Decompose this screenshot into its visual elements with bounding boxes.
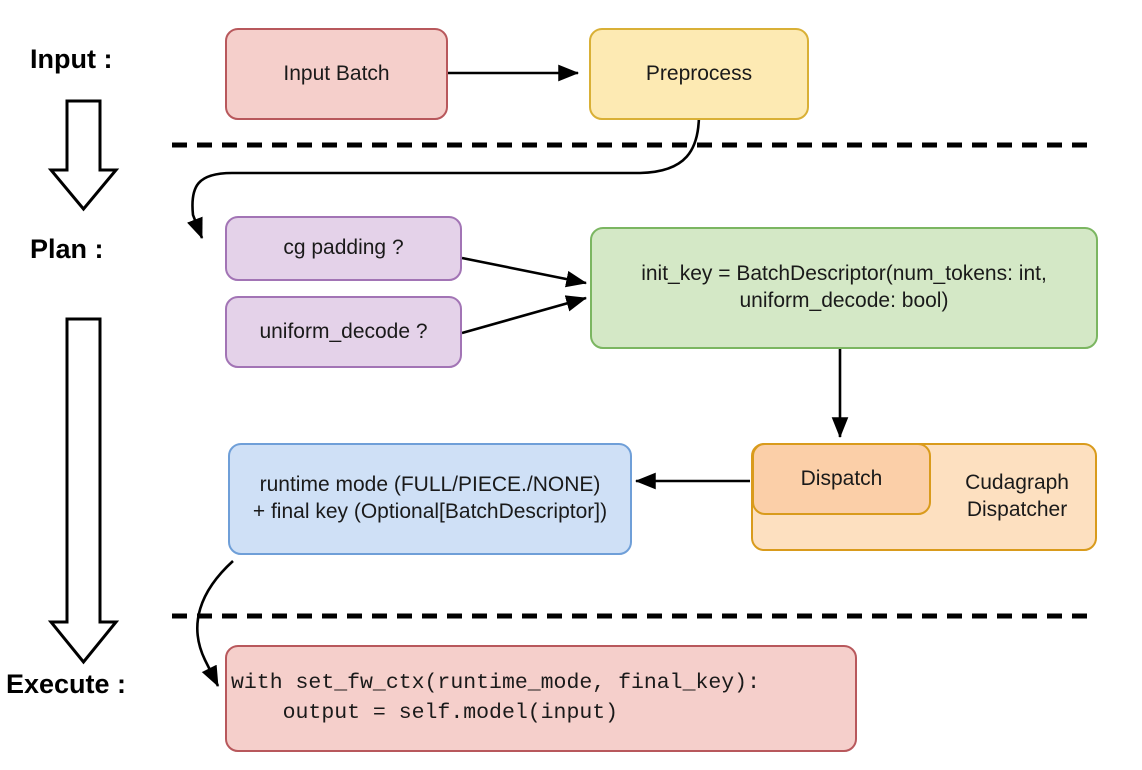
node-preprocess[interactable]: Preprocess xyxy=(589,28,809,120)
node-input-batch-label: Input Batch xyxy=(283,61,390,85)
node-uniform-decode[interactable]: uniform_decode ? xyxy=(225,296,462,368)
stage-label-input: Input : xyxy=(30,44,113,74)
node-preprocess-label: Preprocess xyxy=(645,61,753,85)
node-init-key-label: init_key = BatchDescriptor(num_tokens: i… xyxy=(641,262,1047,312)
node-init-key[interactable]: init_key = BatchDescriptor(num_tokens: i… xyxy=(590,227,1098,349)
node-cg-padding-label: cg padding ? xyxy=(283,236,404,260)
edge-cg-padding-to-init-key xyxy=(461,256,588,288)
node-uniform-decode-label: uniform_decode ? xyxy=(259,319,428,343)
stage-label-execute: Execute : xyxy=(6,669,127,699)
node-input-batch[interactable]: Input Batch xyxy=(225,28,448,120)
node-cg-padding[interactable]: cg padding ? xyxy=(225,216,462,281)
plan-to-execute-flow-arrow xyxy=(47,317,120,665)
node-execute-code-label: with set_fw_ctx(runtime_mode, final_key)… xyxy=(231,671,760,725)
stage-label-plan: Plan : xyxy=(30,234,104,264)
node-runtime-mode-label: runtime mode (FULL/PIECE./NONE) + final … xyxy=(252,473,608,523)
node-runtime-mode[interactable]: runtime mode (FULL/PIECE./NONE) + final … xyxy=(228,443,632,555)
input-to-plan-flow-arrow xyxy=(47,99,120,212)
node-dispatch[interactable]: Dispatch xyxy=(752,443,931,515)
node-cudagraph-dispatcher-label: Cudagraph Dispatcher xyxy=(965,471,1069,521)
edge-uniform-decode-to-init-key xyxy=(461,295,588,335)
node-dispatch-label: Dispatch xyxy=(800,466,883,490)
node-execute-code[interactable]: with set_fw_ctx(runtime_mode, final_key)… xyxy=(225,645,857,752)
